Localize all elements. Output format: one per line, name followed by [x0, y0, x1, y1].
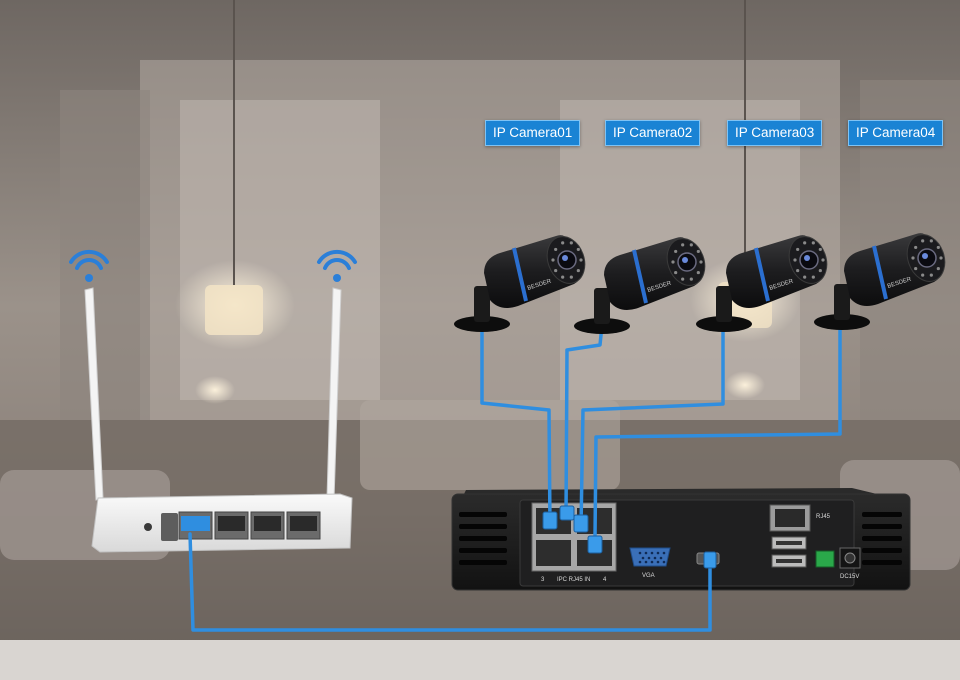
router-power-port	[144, 523, 152, 531]
wifi-icon	[317, 249, 357, 282]
nvr-vent-left	[459, 512, 507, 565]
nvr-power-label: DC15V	[840, 574, 859, 580]
nvr-port-number-left: 3	[541, 577, 545, 583]
cable-router-nvr	[188, 532, 712, 632]
cable-camera01	[480, 316, 552, 529]
nvr-rj45-label: RJ45	[816, 514, 831, 520]
network-cables	[188, 314, 842, 632]
router-button	[161, 513, 178, 541]
camera-mount-base	[696, 316, 752, 332]
camera-mount-base	[454, 316, 510, 332]
router-wan-plug	[181, 516, 210, 531]
nvr-terminal-block	[815, 550, 835, 568]
camera-mount-base	[574, 318, 630, 334]
ip-camera-1: BESDER	[454, 235, 586, 332]
cable-camera02	[564, 323, 604, 520]
nvr-vga-label: VGA	[642, 573, 655, 579]
camera-mount-arm	[834, 284, 850, 320]
nvr-port-number-right: 4	[603, 577, 607, 583]
nvr-port-label: IPC RJ45 IN	[557, 577, 590, 583]
camera-ring	[632, 249, 648, 304]
router	[84, 287, 353, 553]
camera-mount-base	[814, 314, 870, 330]
wifi-icon	[69, 249, 109, 282]
camera-ring	[872, 245, 888, 300]
ip-camera-3: BESDER	[696, 235, 828, 332]
rj45-plugs	[542, 505, 717, 569]
camera-mount-arm	[594, 288, 610, 324]
nvr-vent-right	[862, 512, 902, 565]
nvr-port-3	[536, 540, 571, 566]
camera-label-04: IP Camera04	[848, 120, 944, 146]
camera-mount-arm	[474, 286, 490, 322]
camera-label-02: IP Camera02	[605, 120, 701, 146]
cable-camera04	[593, 314, 842, 540]
ip-camera-4: BESDER	[814, 233, 946, 330]
cable-camera03	[579, 316, 725, 529]
camera-mount-arm	[716, 286, 732, 322]
camera-ring	[512, 247, 528, 302]
ip-camera-2: BESDER	[574, 237, 706, 334]
camera-ring	[754, 247, 770, 302]
camera-label-01: IP Camera01	[485, 120, 581, 146]
camera-label-03: IP Camera03	[727, 120, 823, 146]
nvr-recorder: 3 IPC RJ45 IN 4 VGA RJ45	[451, 488, 911, 591]
